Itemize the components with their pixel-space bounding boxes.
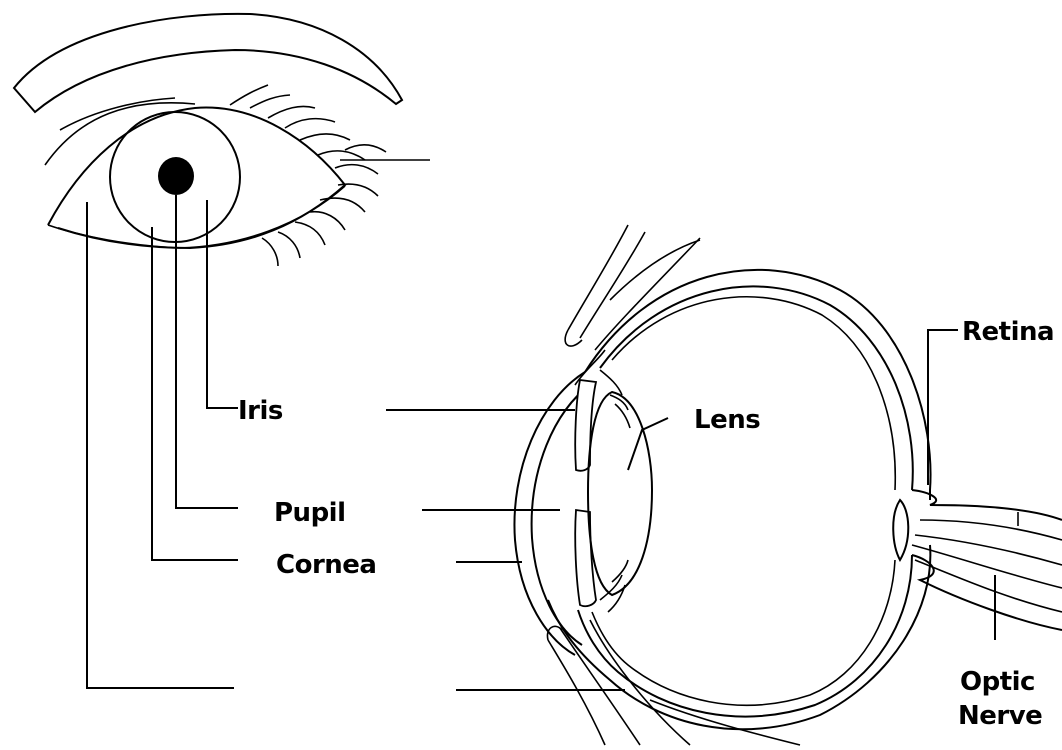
upper-eyelid-tissue	[565, 225, 700, 385]
pupil-dot	[158, 157, 194, 195]
optic-nerve-fibers	[912, 512, 1062, 612]
retina-leader-line	[928, 330, 958, 485]
label-pupil: Pupil	[274, 498, 346, 528]
eyebrow	[14, 14, 402, 112]
lower-eyelashes	[262, 184, 378, 266]
lens	[588, 392, 652, 595]
lower-eyelid-tissue	[547, 620, 800, 745]
eye-outline	[48, 108, 345, 248]
label-lens: Lens	[694, 405, 760, 435]
label-optic-nerve-line1: Optic	[960, 667, 1035, 697]
label-optic-nerve-line2: Nerve	[958, 701, 1042, 731]
ciliary-body	[600, 370, 630, 612]
cornea-leader-line	[152, 227, 238, 560]
optic-nerve	[912, 490, 1062, 520]
section-leader-lines	[386, 330, 995, 690]
front-leader-lines	[87, 195, 238, 688]
label-iris: Iris	[238, 396, 283, 426]
retina-layer	[600, 286, 913, 490]
label-cornea: Cornea	[276, 550, 376, 580]
front-eye-illustration	[14, 14, 430, 266]
label-retina: Retina	[962, 317, 1054, 347]
sclera-leader-line	[87, 202, 234, 688]
cornea-layer	[514, 372, 585, 655]
